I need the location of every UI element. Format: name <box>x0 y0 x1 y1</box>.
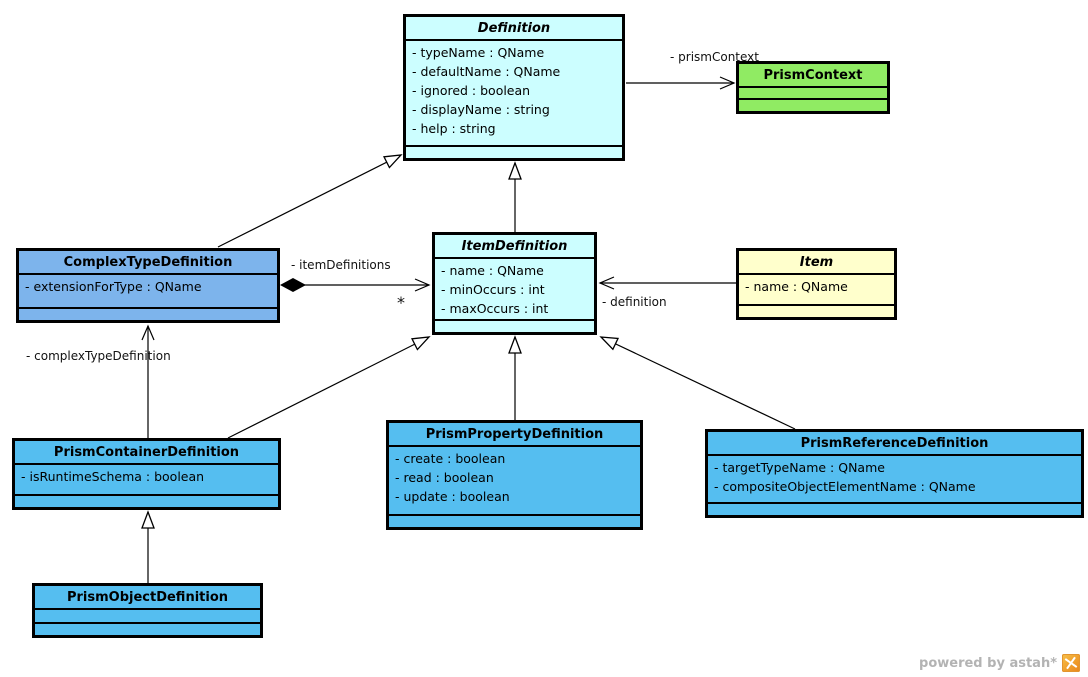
class-title: ItemDefinition <box>461 239 568 254</box>
edge-complextype-definition-gen[interactable] <box>217 154 403 248</box>
class-prism-object-definition[interactable]: PrismObjectDefinition <box>32 583 263 638</box>
attribute: - typeName : QName <box>412 45 545 60</box>
class-complex-type-definition[interactable]: ComplexTypeDefinition - extensionForType… <box>16 248 280 323</box>
attribute: - name : QName <box>745 279 848 294</box>
attribute: - compositeObjectElementName : QName <box>714 479 976 494</box>
attributes-compartment: - name : QName - minOccurs : int - maxOc… <box>435 257 594 319</box>
astah-logo-icon <box>1062 654 1080 672</box>
class-definition[interactable]: Definition - typeName : QName - defaultN… <box>403 14 625 161</box>
attribute: - ignored : boolean <box>412 83 531 98</box>
class-prism-container-definition[interactable]: PrismContainerDefinition - isRuntimeSche… <box>12 438 281 510</box>
operations-compartment <box>19 307 277 320</box>
class-title: PrismObjectDefinition <box>66 590 229 605</box>
edge-prismcontainer-itemdefinition-gen[interactable] <box>227 336 431 439</box>
watermark: powered by astah* <box>919 654 1080 672</box>
edge-label-item-definitions-multiplicity: * <box>397 293 405 312</box>
class-title: PrismContainerDefinition <box>53 445 240 460</box>
attributes-compartment <box>739 86 887 98</box>
edge-label-complex-type-definition-role: - complexTypeDefinition <box>26 349 171 363</box>
class-prism-property-definition[interactable]: PrismPropertyDefinition - create : boole… <box>386 420 643 530</box>
attribute: - minOccurs : int <box>441 282 545 297</box>
class-title: PrismReferenceDefinition <box>800 436 989 451</box>
operations-compartment <box>739 98 887 111</box>
edge-prismreference-itemdefinition-gen[interactable] <box>599 336 796 430</box>
operations-compartment <box>15 494 278 507</box>
class-item[interactable]: Item - name : QName <box>736 248 897 320</box>
attributes-compartment: - create : boolean - read : boolean - up… <box>389 445 640 514</box>
edge-label-prism-context-role: - prismContext <box>670 50 759 64</box>
attribute: - targetTypeName : QName <box>714 460 885 475</box>
class-title: PrismContext <box>763 68 863 83</box>
attributes-compartment <box>35 608 260 622</box>
class-title: PrismPropertyDefinition <box>425 427 604 442</box>
class-prism-reference-definition[interactable]: PrismReferenceDefinition - targetTypeNam… <box>705 429 1084 518</box>
attribute: - extensionForType : QName <box>25 279 202 294</box>
attribute: - update : boolean <box>395 489 510 504</box>
class-title: Definition <box>477 21 551 36</box>
attributes-compartment: - targetTypeName : QName - compositeObje… <box>708 454 1081 502</box>
attributes-compartment: - extensionForType : QName <box>19 273 277 307</box>
operations-compartment <box>435 319 594 332</box>
class-item-definition[interactable]: ItemDefinition - name : QName - minOccur… <box>432 232 597 335</box>
operations-compartment <box>739 304 894 317</box>
attribute: - isRuntimeSchema : boolean <box>21 469 205 484</box>
operations-compartment <box>708 502 1081 515</box>
attributes-compartment: - name : QName <box>739 273 894 304</box>
attributes-compartment: - typeName : QName - defaultName : QName… <box>406 39 622 145</box>
class-title: ComplexTypeDefinition <box>63 255 233 270</box>
attribute: - maxOccurs : int <box>441 301 549 316</box>
operations-compartment <box>406 145 622 158</box>
composition-diamond <box>280 278 306 292</box>
watermark-text: powered by astah* <box>919 655 1057 671</box>
attribute: - create : boolean <box>395 451 506 466</box>
attribute: - name : QName <box>441 263 544 278</box>
attribute: - displayName : string <box>412 102 550 117</box>
attribute: - defaultName : QName <box>412 64 561 79</box>
attribute: - read : boolean <box>395 470 494 485</box>
class-prism-context[interactable]: PrismContext <box>736 61 890 114</box>
attributes-compartment: - isRuntimeSchema : boolean <box>15 463 278 494</box>
operations-compartment <box>389 514 640 527</box>
edge-label-item-definitions-role: - itemDefinitions <box>291 258 391 272</box>
edge-label-definition-role: - definition <box>602 295 667 309</box>
attribute: - help : string <box>412 121 496 136</box>
operations-compartment <box>35 622 260 635</box>
class-title: Item <box>799 255 834 270</box>
